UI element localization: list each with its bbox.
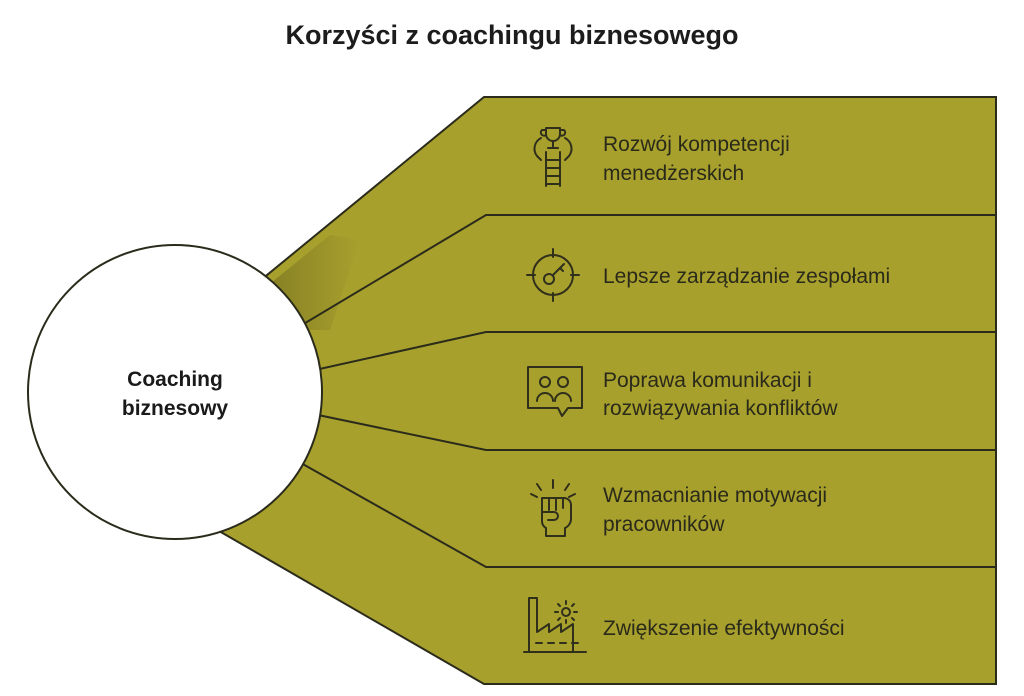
benefit-item-3: Poprawa komunikacji i rozwiązywania konf… [527, 366, 838, 420]
benefit-item-4: Wzmacnianie motywacji pracowników [530, 479, 827, 537]
benefit-label-3-line1: Poprawa komunikacji i [603, 369, 812, 392]
divider-3 [269, 404, 996, 451]
center-label-line2: biznesowy [122, 397, 229, 420]
benefit-label-4-line2: pracowników [603, 513, 725, 536]
divider-1 [259, 214, 996, 351]
benefit-label-3-line2: rozwiązywania konfliktów [603, 397, 838, 420]
benefit-item-5: Zwiększenie efektywności [523, 597, 845, 653]
center-label-line1: Coaching [127, 368, 223, 391]
diagram-title: Korzyści z coachingu biznesowego [285, 20, 738, 50]
factory-gear-icon [523, 597, 587, 653]
people-chat-icon [527, 366, 583, 417]
divider-2 [269, 331, 996, 381]
benefit-label-2-line1: Lepsze zarządzanie zespołami [603, 265, 890, 288]
benefit-label-5-line1: Zwiększenie efektywności [603, 617, 845, 640]
fan-dividers [259, 214, 996, 568]
benefit-item-2: Lepsze zarządzanie zespołami [526, 248, 890, 302]
trophy-ladder-icon [533, 127, 573, 187]
benefit-label-1-line1: Rozwój kompetencji [603, 133, 790, 156]
raised-fist-icon [530, 479, 576, 537]
benefit-label-4-line1: Wzmacnianie motywacji [603, 484, 827, 507]
benefit-label-1-line2: menedżerskich [603, 162, 744, 185]
center-circle [27, 244, 323, 540]
divider-4 [259, 439, 996, 568]
target-key-icon [526, 248, 580, 302]
benefit-item-1: Rozwój kompetencji menedżerskich [533, 127, 790, 187]
